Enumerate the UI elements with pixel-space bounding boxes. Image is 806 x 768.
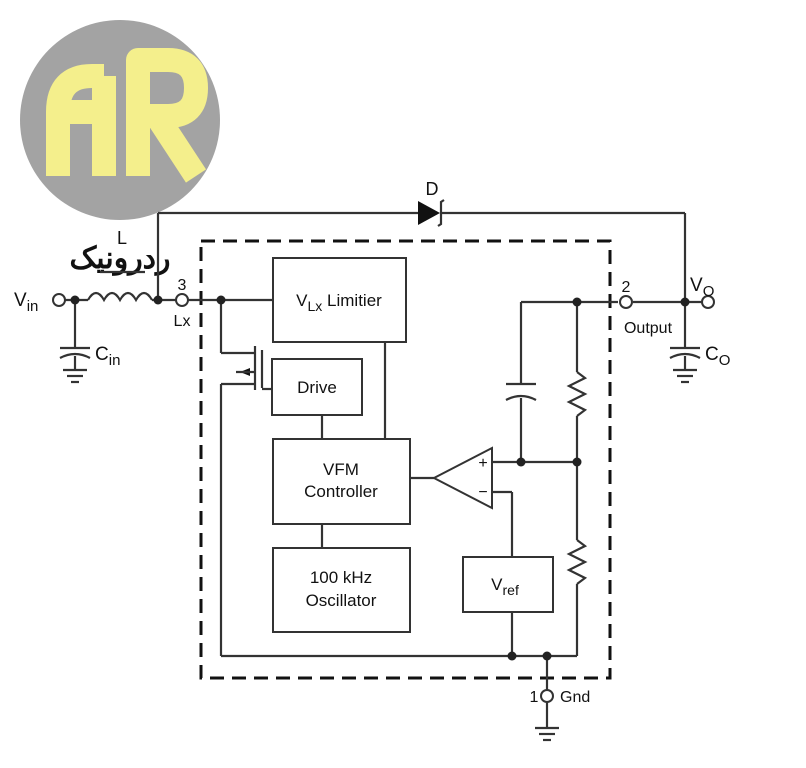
junction-dots: [70, 295, 690, 661]
oscillator-block: 100 kHz Oscillator: [272, 547, 411, 633]
oscillator-label-line1: 100 kHz: [310, 568, 372, 587]
vin-label: Vin: [14, 290, 38, 315]
comparator-plus: +: [478, 455, 487, 472]
limiter-block: VLx Limitier: [272, 257, 407, 343]
vref-block: Vref: [462, 556, 554, 613]
vo-label: VO: [690, 275, 714, 300]
inductor-label: L: [117, 228, 127, 248]
drive-label: Drive: [297, 378, 337, 397]
pin-labels: 3 Lx 2 Output 1 Gnd: [174, 277, 673, 706]
vfm-controller-block: VFM Controller: [272, 438, 411, 525]
ic-boundary: [199, 239, 612, 680]
pin-lx-number: 3: [178, 277, 187, 294]
mosfet-symbol: [221, 346, 272, 391]
resistor-top: [566, 371, 588, 417]
pin-gnd-number: 1: [530, 689, 539, 706]
pin-output-label: Output: [624, 320, 673, 337]
logo: ردرونیک: [20, 20, 220, 276]
vfm-label-line1: VFM: [323, 460, 359, 479]
terminals: [52, 293, 715, 703]
pin-output-number: 2: [622, 279, 631, 296]
pin-gnd-label: Gnd: [560, 689, 590, 706]
cin-label: Cin: [95, 344, 120, 369]
oscillator-label-line2: Oscillator: [306, 591, 377, 610]
co-label: CO: [705, 344, 730, 369]
diode-label: D: [426, 179, 439, 199]
drive-block: Drive: [271, 358, 363, 416]
comparator-minus: −: [478, 484, 487, 501]
comparator: + −: [431, 446, 493, 510]
diode-symbol: [418, 201, 440, 225]
vref-label: Vref: [491, 575, 519, 598]
resistor-bottom: [566, 539, 588, 585]
internal-wiring: [188, 298, 618, 658]
external-wiring: [59, 199, 702, 742]
component-labels: D L Vin Cin VO CO: [14, 179, 730, 369]
logo-caption: ردرونیک: [69, 242, 170, 276]
vfm-label-line2: Controller: [304, 482, 378, 501]
pin-lx-label: Lx: [174, 313, 191, 330]
inductor-symbol: [87, 291, 153, 303]
logo-letters-mark: [46, 48, 208, 183]
limiter-label: VLx Limitier: [296, 291, 382, 314]
